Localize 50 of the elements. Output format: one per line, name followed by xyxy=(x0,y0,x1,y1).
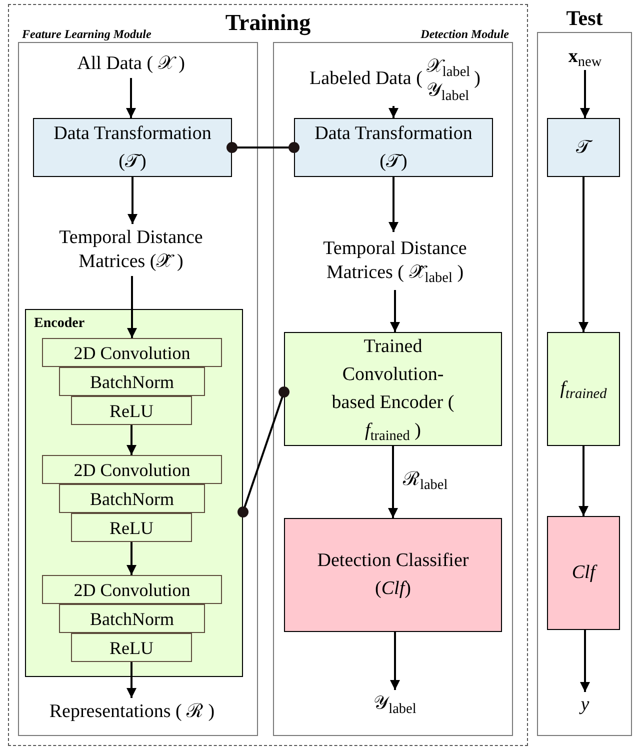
arrow xyxy=(126,662,136,698)
encoder-title: Encoder xyxy=(34,315,85,333)
box-text: Detection Classifier (Clf) xyxy=(317,549,469,601)
data-text: Representations ( ℛ ) xyxy=(49,700,215,724)
data-text: y xyxy=(580,693,590,717)
section-title: Training xyxy=(225,9,311,37)
arrow xyxy=(126,78,136,118)
module-title: Feature Learning Module xyxy=(22,26,152,42)
arrow xyxy=(388,177,398,232)
arrow xyxy=(388,446,398,518)
data-text: Labeled Data ( xyxy=(310,66,422,91)
data-text: Temporal Distance Matrices ( 𝒳̂$_{label}$ ) xyxy=(322,237,468,285)
box-text: Data Transformation (𝒯) xyxy=(52,122,212,174)
arrow xyxy=(580,630,590,692)
data-text: 𝒴$_{label}$ xyxy=(374,692,416,716)
layer-label: 2D Convolution xyxy=(74,342,190,362)
box-text: Data Transformation (𝒯) xyxy=(314,122,474,174)
arrow xyxy=(580,70,590,118)
connector-line xyxy=(226,142,300,153)
data-text: x$_{new}$ xyxy=(568,45,602,69)
arrow xyxy=(126,425,136,455)
arrow xyxy=(578,446,588,516)
layer-label: BatchNorm xyxy=(90,608,174,628)
edge-label: ℛ$_{label}$ xyxy=(401,468,450,492)
module-title: Detection Module xyxy=(420,26,509,42)
data-text: Temporal Distance Matrices (𝒳̂ ) xyxy=(58,226,204,274)
data-text: All Data ( 𝒳 ) xyxy=(77,52,185,76)
arrow xyxy=(578,177,588,332)
box-text: f$_{trained}$ xyxy=(560,377,607,403)
layer-label: ReLU xyxy=(110,638,154,658)
layer-label: ReLU xyxy=(110,518,154,538)
arrow xyxy=(388,106,398,118)
box-text: 𝒯 xyxy=(576,136,591,160)
data-text: ) xyxy=(474,66,480,91)
layer-label: 2D Convolution xyxy=(74,460,190,480)
layer-label: 2D Convolution xyxy=(74,580,190,600)
layer-label: ReLU xyxy=(110,400,154,420)
arrow xyxy=(128,177,138,224)
arrow xyxy=(390,632,400,690)
box-text: Clf xyxy=(572,561,596,585)
layer-label: BatchNorm xyxy=(90,372,174,392)
math-symbol: 𝒳$_{label}$ xyxy=(426,55,470,79)
connector-line xyxy=(238,386,290,518)
box-text: Trained Convolution-based Encoder ( f$_{trained}$ ) xyxy=(330,335,456,445)
arrow xyxy=(390,290,400,332)
math-symbol: 𝒴$_{label}$ xyxy=(426,79,470,103)
section-title: Test xyxy=(566,6,603,30)
arrow xyxy=(126,542,136,575)
arrow xyxy=(127,276,137,338)
layer-label: BatchNorm xyxy=(90,488,174,508)
